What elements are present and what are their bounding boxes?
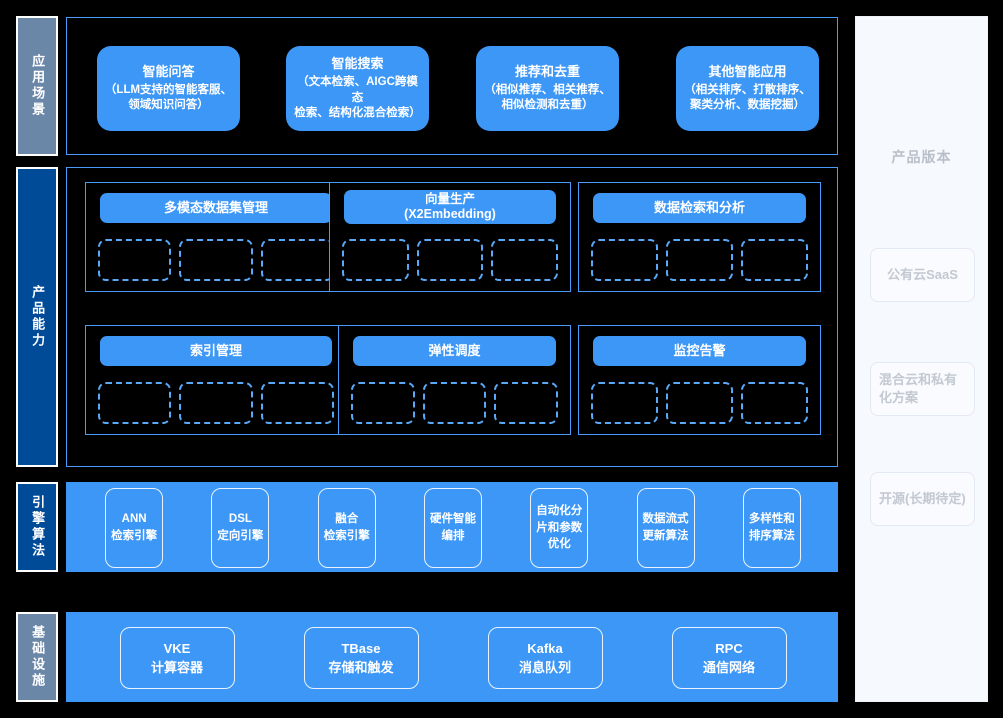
capability-slot[interactable] (666, 382, 733, 424)
engine-item-diversity[interactable]: 多样性和 排序算法 (742, 488, 801, 568)
capability-slot[interactable] (98, 239, 172, 281)
capability-group-retrieval-header: 数据检索和分析 (593, 193, 806, 223)
infra-item-vke[interactable]: VKE 计算容器 (119, 627, 235, 689)
capability-slot[interactable] (179, 382, 253, 424)
capability-slot[interactable] (342, 239, 409, 281)
engine-pill-row: ANN 检索引擎 DSL 定向引擎 融合 检索引擎 硬件智能 编排 自动化分 片… (67, 483, 839, 573)
capability-group-index[interactable]: 索引管理 (85, 325, 347, 435)
engine-item-dsl[interactable]: DSL 定向引擎 (211, 488, 270, 568)
infra-item-tbase[interactable]: TBase 存储和触发 (303, 627, 419, 689)
capability-group-dataset-slots (98, 239, 334, 281)
app-card-other-subtitle: （相关排序、打散排序、 聚类分析、数据挖掘） (684, 83, 811, 112)
capability-slot[interactable] (491, 239, 559, 281)
capability-slot[interactable] (260, 239, 334, 281)
version-item-public-cloud[interactable]: 公有云SaaS (870, 248, 975, 302)
capability-layer-frame: 多模态数据集管理 向量生产 (X2Embedding) 数据检索和分析 (66, 167, 838, 467)
capability-slot[interactable] (666, 239, 733, 281)
app-card-search-subtitle: （文本检索、AIGC跨模态 检索、结构化混合检索） (294, 76, 421, 120)
capability-slot[interactable] (591, 382, 658, 424)
capability-group-scheduling-slots (351, 382, 559, 424)
layer-label-application: 应用场景 (16, 16, 58, 156)
app-card-qa-subtitle: （LLM支持的智能客服、 领域知识问答） (104, 83, 233, 112)
infrastructure-pill-row: VKE 计算容器 TBase 存储和触发 Kafka 消息队列 RPC 通信网络 (67, 613, 839, 703)
version-item-hybrid-private[interactable]: 混合云和私有化方案 (870, 362, 975, 416)
capability-group-dataset[interactable]: 多模态数据集管理 (85, 182, 347, 292)
application-layer-frame: 智能问答 （LLM支持的智能客服、 领域知识问答） 智能搜索 （文本检索、AIG… (66, 17, 838, 155)
layer-label-infrastructure-text: 基础设施 (30, 625, 46, 689)
infrastructure-layer-frame: VKE 计算容器 TBase 存储和触发 Kafka 消息队列 RPC 通信网络 (66, 612, 838, 702)
app-card-search-title: 智能搜索 (331, 56, 384, 72)
layer-label-engine-text: 引擎算法 (30, 495, 46, 559)
capability-group-embedding-slots (342, 239, 559, 281)
capability-group-index-slots (98, 382, 334, 424)
version-item-open-source[interactable]: 开源(长期待定) (870, 472, 975, 526)
capability-slot[interactable] (741, 382, 808, 424)
app-card-qa[interactable]: 智能问答 （LLM支持的智能客服、 领域知识问答） (97, 46, 240, 131)
app-card-search[interactable]: 智能搜索 （文本检索、AIGC跨模态 检索、结构化混合检索） (286, 46, 429, 131)
engine-item-streaming[interactable]: 数据流式 更新算法 (636, 488, 695, 568)
capability-group-embedding-header: 向量生产 (X2Embedding) (344, 190, 556, 224)
capability-slot[interactable] (422, 382, 487, 424)
capability-slot[interactable] (98, 382, 172, 424)
layer-label-capability: 产品能力 (16, 167, 58, 467)
capability-group-embedding[interactable]: 向量生产 (X2Embedding) (329, 182, 571, 292)
capability-group-monitoring-header: 监控告警 (593, 336, 806, 366)
capability-slot[interactable] (351, 382, 415, 424)
capability-slot[interactable] (260, 382, 334, 424)
infra-item-rpc[interactable]: RPC 通信网络 (671, 627, 787, 689)
app-card-qa-title: 智能问答 (142, 64, 195, 80)
capability-group-scheduling-header: 弹性调度 (353, 336, 556, 366)
version-item-open-source-label: 开源(长期待定) (879, 491, 966, 507)
capability-slot[interactable] (591, 239, 658, 281)
engine-item-fusion[interactable]: 融合 检索引擎 (317, 488, 376, 568)
capability-group-index-header: 索引管理 (100, 336, 332, 366)
infra-item-kafka[interactable]: Kafka 消息队列 (487, 627, 603, 689)
app-card-recommend[interactable]: 推荐和去重 （相似推荐、相关推荐、 相似检测和去重） (476, 46, 619, 131)
engine-item-autosharding[interactable]: 自动化分 片和参数 优化 (530, 488, 589, 568)
engine-item-ann[interactable]: ANN 检索引擎 (105, 488, 164, 568)
app-card-recommend-subtitle: （相似推荐、相关推荐、 相似检测和去重） (484, 83, 611, 112)
layer-label-capability-text: 产品能力 (30, 285, 46, 349)
layer-label-engine: 引擎算法 (16, 482, 58, 572)
app-card-other[interactable]: 其他智能应用 （相关排序、打散排序、 聚类分析、数据挖掘） (676, 46, 819, 131)
layer-label-application-text: 应用场景 (30, 54, 46, 118)
capability-slot[interactable] (416, 239, 484, 281)
capability-slot[interactable] (179, 239, 253, 281)
product-version-title: 产品版本 (891, 149, 952, 165)
capability-group-retrieval-slots (591, 239, 808, 281)
capability-group-scheduling[interactable]: 弹性调度 (338, 325, 571, 435)
capability-group-retrieval[interactable]: 数据检索和分析 (578, 182, 821, 292)
engine-layer-frame: ANN 检索引擎 DSL 定向引擎 融合 检索引擎 硬件智能 编排 自动化分 片… (66, 482, 838, 572)
layer-label-infrastructure: 基础设施 (16, 612, 58, 702)
version-item-public-cloud-label: 公有云SaaS (887, 267, 958, 283)
product-version-panel: 产品版本 公有云SaaS 混合云和私有化方案 开源(长期待定) (855, 16, 988, 702)
capability-group-monitoring-slots (591, 382, 808, 424)
version-item-hybrid-private-label: 混合云和私有化方案 (879, 372, 958, 405)
app-card-other-title: 其他智能应用 (708, 64, 787, 80)
app-card-recommend-title: 推荐和去重 (514, 64, 580, 80)
capability-group-monitoring[interactable]: 监控告警 (578, 325, 821, 435)
capability-group-dataset-header: 多模态数据集管理 (100, 193, 332, 223)
capability-slot[interactable] (494, 382, 559, 424)
engine-item-hardware[interactable]: 硬件智能 编排 (423, 488, 482, 568)
capability-slot[interactable] (741, 239, 808, 281)
